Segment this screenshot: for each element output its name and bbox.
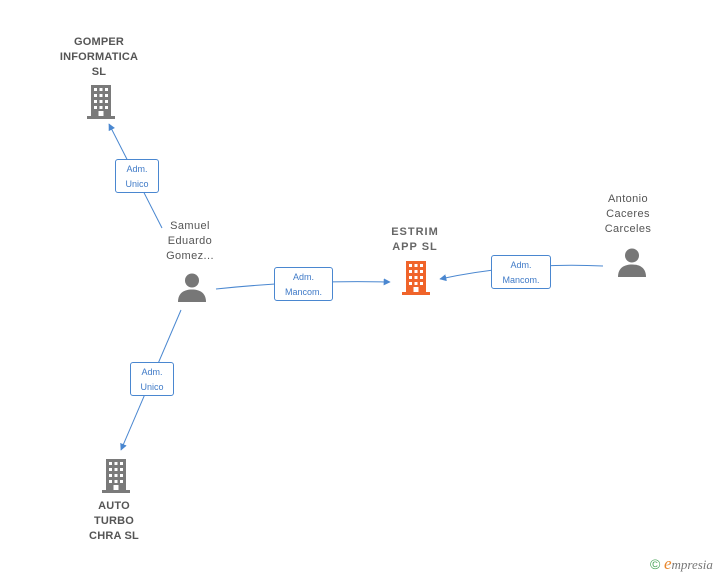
- edge-label-antonio-estrim: Adm. Mancom.: [491, 255, 551, 289]
- edge-label-line: Adm.: [292, 272, 314, 282]
- node-label-antonio: Antonio Caceres Carceles: [604, 193, 652, 235]
- edge-label-line: Adm.: [510, 260, 532, 270]
- edge-label-line: Adm.: [141, 367, 163, 377]
- edge-label-line: Mancom.: [284, 287, 322, 297]
- edge-label-samuel-gomper: Adm. Unico: [115, 159, 159, 193]
- edge-label-line: Unico: [125, 179, 149, 189]
- brand-logo: © empresia: [650, 554, 713, 574]
- edge-label-line: Unico: [140, 382, 164, 392]
- brand-logo-text: mpresia: [671, 557, 713, 572]
- person-icon[interactable]: [177, 272, 207, 302]
- node-label-estrim: ESTRIM APP SL: [391, 226, 439, 253]
- edge-label-samuel-auto: Adm. Unico: [130, 362, 174, 396]
- edge-label-samuel-estrim: Adm. Mancom.: [274, 267, 333, 301]
- person-icon[interactable]: [617, 247, 647, 277]
- node-label-samuel: Samuel Eduardo Gomez...: [166, 220, 214, 262]
- copyright-symbol: ©: [650, 556, 661, 572]
- building-icon[interactable]: [101, 459, 131, 493]
- edge-label-line: Adm.: [126, 164, 148, 174]
- building-icon[interactable]: [86, 85, 116, 119]
- edge-label-line: Mancom.: [502, 275, 540, 285]
- node-label-auto: AUTO TURBO CHRA SL: [89, 500, 139, 542]
- brand-logo-e: e: [663, 554, 672, 573]
- node-label-gomper: GOMPER INFORMATICA SL: [59, 36, 139, 78]
- building-main-icon[interactable]: [401, 261, 431, 295]
